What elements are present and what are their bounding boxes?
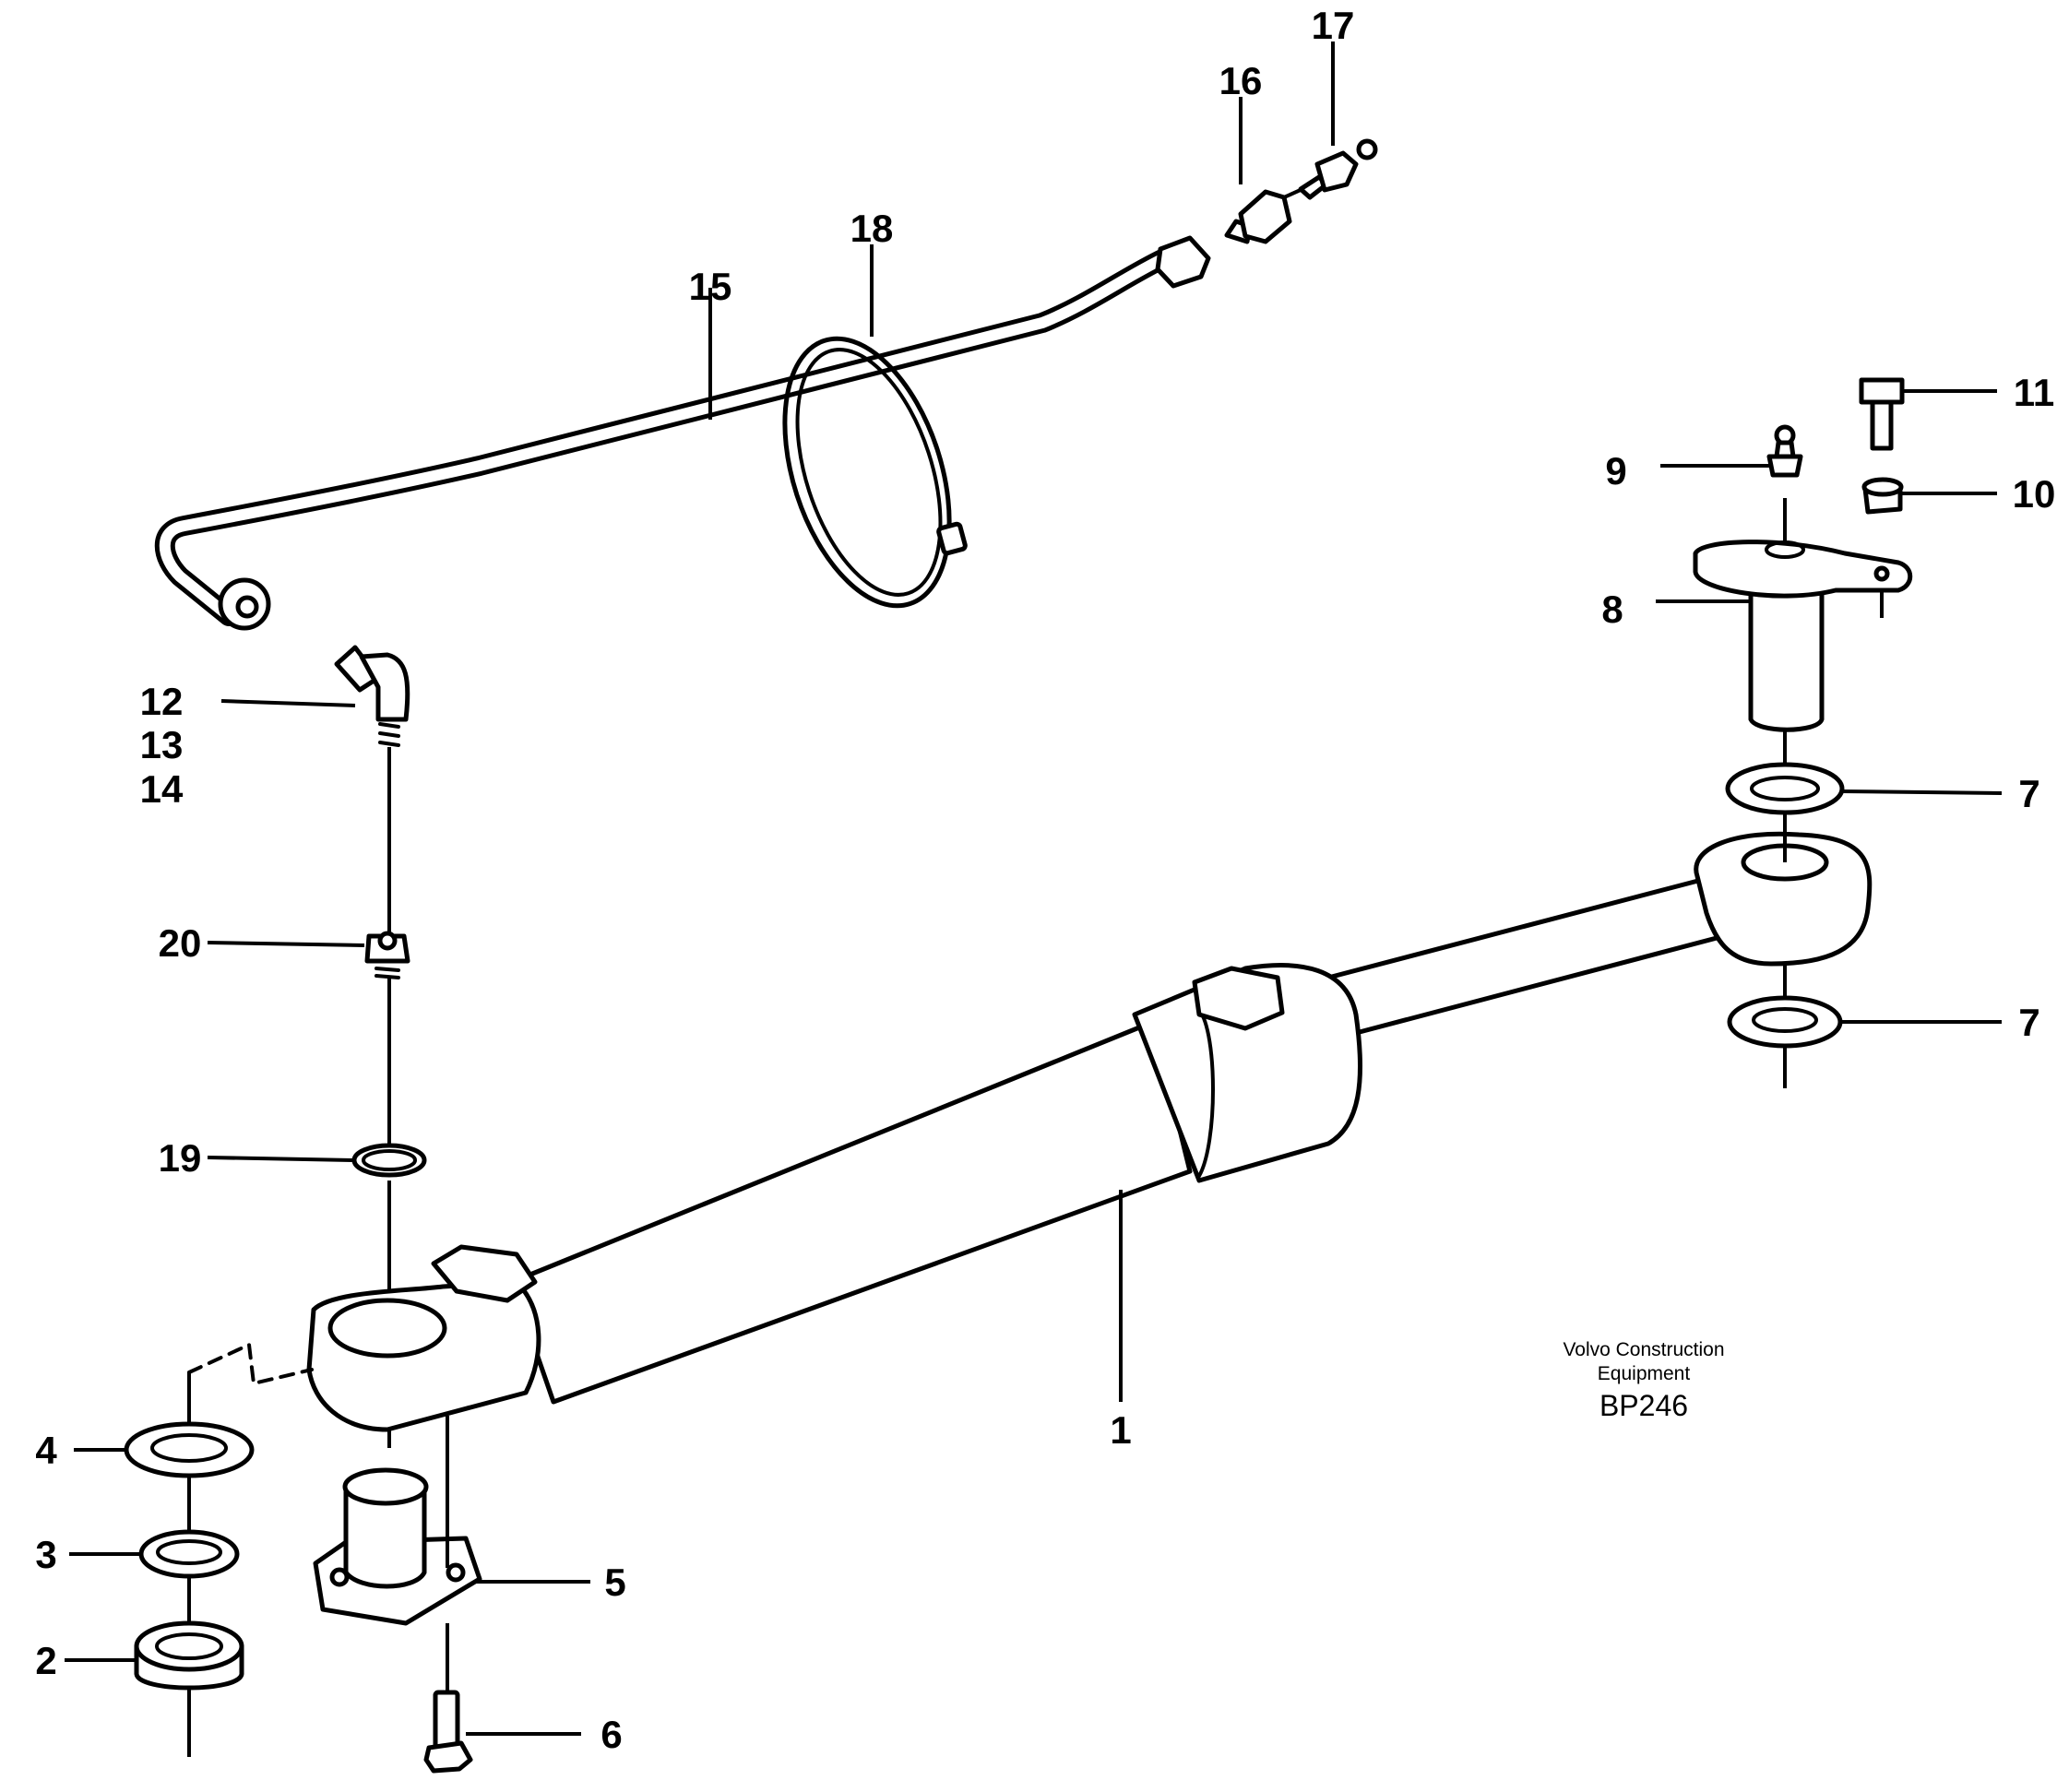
- leader-lines: [65, 42, 2003, 1736]
- credit-block: Volvo Construction Equipment BP246: [1563, 1339, 1724, 1422]
- bushing: [134, 1620, 244, 1691]
- callout-18: 18: [850, 207, 894, 250]
- callout-7-lower: 7: [2018, 1001, 2039, 1044]
- pin-with-lock-plate: [1693, 540, 1913, 732]
- lock-washer: [1861, 477, 1904, 515]
- callout-13: 13: [140, 723, 184, 766]
- callout-7-upper: 7: [2018, 772, 2039, 815]
- callouts: 17 16 18 15 12 13 14 20 19 1 4 3 2 5 6 7…: [35, 4, 2055, 1756]
- callout-19: 19: [159, 1136, 202, 1180]
- bolt-right: [1859, 377, 1905, 451]
- circlip: [351, 1143, 427, 1178]
- elbow-fitting: [334, 645, 410, 747]
- callout-2: 2: [35, 1639, 56, 1682]
- callout-4: 4: [35, 1429, 57, 1472]
- callout-16: 16: [1219, 59, 1263, 102]
- callout-12: 12: [140, 680, 184, 723]
- dashed-indicator: [187, 1342, 314, 1386]
- rod-eye-seal-lower: [1727, 995, 1843, 1049]
- callout-17: 17: [1312, 4, 1355, 47]
- mounting-pin-flange: [313, 1467, 482, 1626]
- callout-15: 15: [689, 265, 732, 308]
- seal-ring: [138, 1529, 240, 1579]
- callout-6: 6: [600, 1713, 622, 1756]
- callout-11: 11: [2014, 371, 2054, 414]
- credit-line-2: Equipment: [1598, 1363, 1691, 1384]
- bolt: [423, 1690, 473, 1774]
- grease-nipple-right: [1766, 424, 1803, 478]
- callout-20: 20: [159, 921, 202, 965]
- thrust-washer: [124, 1421, 255, 1478]
- adapter-fitting: [1224, 189, 1292, 244]
- grease-nipple-top: [1282, 138, 1378, 200]
- rod-eye-seal-upper: [1725, 762, 1845, 815]
- hydraulic-cylinder: [306, 831, 1873, 1432]
- nipple-fitting: [364, 931, 410, 979]
- hose-clamp: [782, 336, 968, 609]
- callout-1: 1: [1110, 1408, 1131, 1452]
- hydraulic-pipe: [154, 235, 1211, 631]
- drawing-code: BP246: [1599, 1389, 1688, 1422]
- callout-9: 9: [1605, 449, 1626, 493]
- callout-3: 3: [35, 1533, 56, 1576]
- callout-5: 5: [604, 1561, 625, 1604]
- credit-line-1: Volvo Construction: [1563, 1339, 1724, 1360]
- callout-14: 14: [140, 767, 184, 811]
- callout-8: 8: [1601, 587, 1623, 631]
- callout-10: 10: [2013, 472, 2056, 516]
